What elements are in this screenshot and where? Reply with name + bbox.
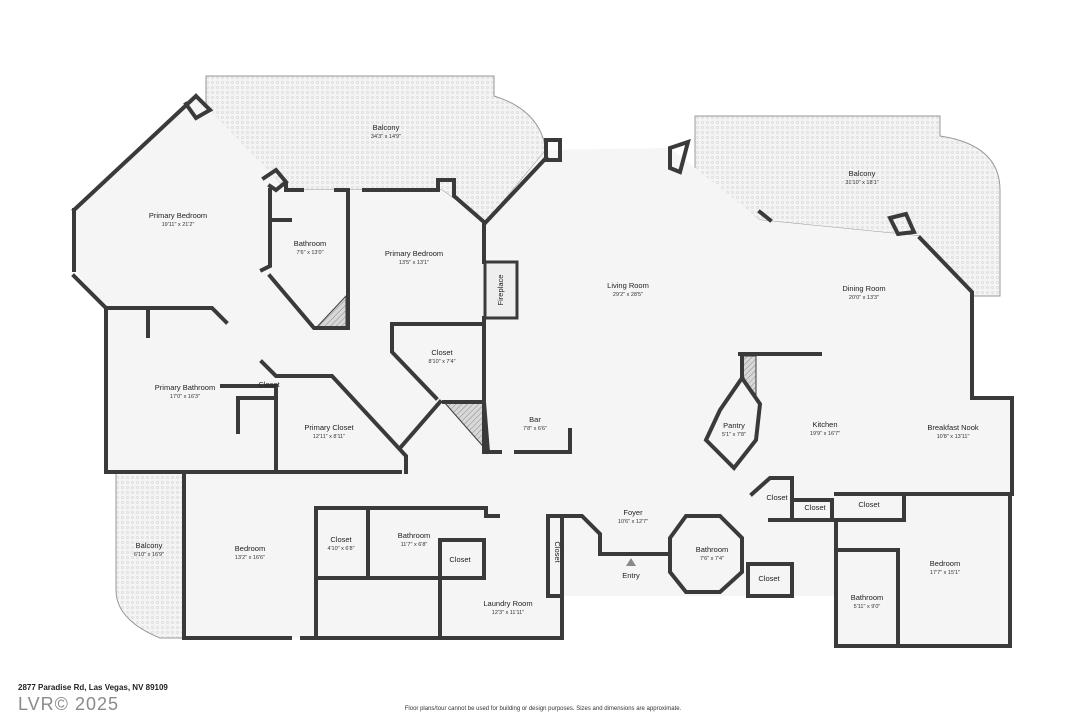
room-dimensions: 13'5" x 13'1" — [399, 260, 429, 266]
room-dimensions: 5'11" x 9'0" — [854, 604, 881, 610]
room-name: Foyer — [623, 508, 643, 517]
room-dimensions: 4'10" x 6'8" — [327, 546, 354, 552]
room-dimensions: 7'8" x 6'6" — [523, 426, 547, 432]
room-dimensions: 12'11" x 8'11" — [313, 434, 345, 440]
room-name: Closet — [553, 541, 562, 563]
room-name: Closet — [449, 555, 471, 564]
room-name: Bar — [529, 415, 541, 424]
room-dimensions: 7'6" x 7'4" — [700, 556, 724, 562]
room-labels: Balcony 34'3" x 14'9" Primary Bedroom 19… — [134, 123, 979, 616]
room-dimensions: 7'6" x 13'0" — [296, 250, 323, 256]
room-name: Laundry Room — [483, 599, 532, 608]
room-name: Closet — [858, 500, 880, 509]
room-dimensions: 29'2" x 28'5" — [613, 292, 643, 298]
room-name: Balcony — [373, 123, 400, 132]
entry-label: Entry — [622, 571, 640, 580]
room-name: Bathroom — [851, 593, 884, 602]
room-name: Fireplace — [496, 275, 505, 306]
room-name: Pantry — [723, 421, 745, 430]
room-dimensions: 10'8" x 13'11" — [937, 434, 970, 440]
room-dimensions: 12'3" x 11'11" — [492, 610, 524, 616]
room-dimensions: 31'10" x 18'1" — [845, 180, 878, 186]
disclaimer: Floor plans/tour cannot be used for buil… — [404, 706, 682, 712]
room-name: Bathroom — [294, 239, 327, 248]
room-name: Bedroom — [235, 544, 265, 553]
room-name: Primary Bedroom — [149, 211, 207, 220]
watermark: LVR© 2025 — [18, 694, 119, 714]
room-dimensions: 5'1" x 7'8" — [722, 432, 746, 438]
balcony-top-left-area — [205, 75, 547, 223]
room-dimensions: 10'6" x 12'7" — [618, 519, 648, 525]
room-name: Closet — [330, 535, 352, 544]
property-address: 2877 Paradise Rd, Las Vegas, NV 89109 — [18, 683, 168, 692]
room-name: Kitchen — [812, 420, 837, 429]
room-name: Breakfast Nook — [927, 423, 979, 432]
room-name: Primary Closet — [304, 423, 354, 432]
entry-arrow-icon — [626, 558, 636, 566]
interior-floor — [74, 96, 1012, 646]
room-name: Closet — [804, 503, 826, 512]
room-dimensions: 34'3" x 14'9" — [371, 134, 401, 140]
room-name: Closet — [431, 348, 453, 357]
room-name: Dining Room — [842, 284, 885, 293]
walls — [71, 93, 1014, 648]
room-dimensions: 17'7" x 15'1" — [930, 570, 960, 576]
room-dimensions: 20'0" x 13'3" — [849, 295, 879, 301]
room-dimensions: 17'0" x 16'3" — [170, 394, 200, 400]
room-name: Living Room — [607, 281, 649, 290]
balcony-left-area — [115, 471, 185, 639]
room-dimensions: 19'11" x 21'2" — [162, 222, 195, 228]
room-dimensions: 13'2" x 16'6" — [235, 555, 265, 561]
room-name: Primary Bedroom — [385, 249, 443, 258]
room-name: Balcony — [136, 541, 163, 550]
room-dimensions: 19'9" x 16'7" — [810, 431, 840, 437]
room-name: Primary Bathroom — [155, 383, 215, 392]
fireplace-shape — [483, 260, 519, 320]
room-name: Bedroom — [930, 559, 960, 568]
room-name: Bathroom — [696, 545, 729, 554]
room-name: Bathroom — [398, 531, 431, 540]
room-dimensions: 11'7" x 6'8" — [401, 542, 428, 548]
room-name: Closet — [258, 380, 280, 389]
room-name: Closet — [766, 493, 788, 502]
room-name: Closet — [758, 574, 780, 583]
room-dimensions: 8'10" x 7'4" — [428, 359, 455, 365]
room-dimensions: 6'10" x 16'9" — [134, 552, 164, 558]
room-name: Balcony — [849, 169, 876, 178]
